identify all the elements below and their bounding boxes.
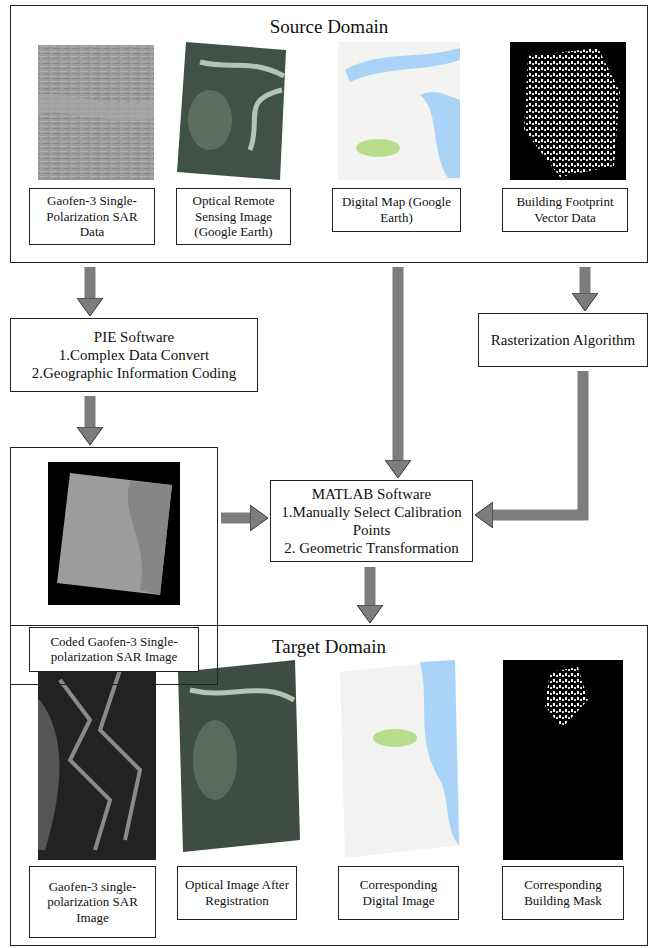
process-box: MATLAB Software1.Manually Select Calibra… (270, 480, 473, 562)
target-map-image (340, 660, 460, 858)
caption-text: Optical Remote Sensing Image (Google Ear… (180, 193, 287, 240)
target-map-water (420, 660, 459, 845)
target-optical-river (190, 690, 294, 700)
target-sar-ridges (60, 670, 140, 850)
caption-text: Corresponding Building Mask (506, 877, 620, 908)
box-text: MATLAB Software (312, 485, 432, 503)
block-arrow (85, 396, 96, 427)
box-text: PIE Software (94, 328, 174, 346)
sar-texture (38, 94, 154, 120)
caption-text: Building Footprint Vector Data (506, 194, 624, 225)
caption-box: Corresponding Building Mask (502, 866, 624, 920)
caption-box: Optical Image After Registration (177, 866, 297, 920)
target-domain-panel: Target DomainGaofen-3 single-polarizatio… (10, 625, 648, 946)
box-text: 1.Complex Data Convert (59, 346, 209, 364)
target-sar-image (38, 660, 156, 860)
block-arrow (85, 267, 96, 298)
optical-river (200, 62, 284, 150)
block-arrow (580, 267, 591, 293)
caption-box: Digital Map (Google Earth) (332, 188, 461, 232)
coded-sar-image (57, 473, 172, 595)
map-lake (420, 92, 460, 178)
map-river (345, 48, 460, 82)
caption-box: Gaofen-3 Single-Polarization SAR Data (29, 188, 155, 245)
map-image (338, 42, 460, 180)
target-sar-texture (38, 700, 59, 850)
caption-text: Optical Image After Registration (181, 877, 293, 908)
caption-box: Building Footprint Vector Data (502, 188, 628, 232)
block-arrow (493, 371, 583, 515)
panel-title: Source Domain (270, 16, 389, 39)
caption-text: Coded Gaofen-3 Single-polarization SAR I… (29, 627, 199, 672)
target-optical-image (178, 660, 300, 852)
box-text: Rasterization Algorithm (491, 331, 636, 349)
coded-sar-texture (128, 481, 172, 595)
process-box: PIE Software1.Complex Data Convert2.Geog… (10, 318, 258, 392)
source-domain-panel: Source DomainGaofen-3 Single-Polarizatio… (10, 5, 648, 263)
block-arrow (365, 567, 376, 605)
target-mask-image (503, 660, 623, 860)
box-text: 1.Manually Select Calibration Points (274, 503, 469, 539)
block-arrow (393, 267, 404, 460)
caption-box: Corresponding Digital Image (338, 866, 459, 920)
footprint-image (510, 42, 626, 180)
caption-text: Corresponding Digital Image (342, 877, 455, 908)
caption-box: Optical Remote Sensing Image (Google Ear… (176, 188, 291, 245)
image-panel: Coded Gaofen-3 Single-polarization SAR I… (10, 447, 218, 685)
target-map-park (373, 729, 417, 747)
panel-title: Target Domain (272, 636, 386, 659)
caption-text: Gaofen-3 single-polarization SAR Image (33, 879, 152, 926)
sar-image (38, 45, 154, 180)
optical-terrain (188, 90, 232, 150)
box-text: 2. Geometric Transformation (284, 539, 459, 557)
optical-image (177, 42, 286, 180)
process-box: Rasterization Algorithm (478, 313, 648, 367)
target-mask-buildings (545, 667, 588, 728)
block-arrow (221, 513, 250, 524)
caption-text: Gaofen-3 Single-Polarization SAR Data (33, 193, 151, 240)
coded-sar-background (48, 462, 180, 605)
caption-text: Digital Map (Google Earth) (336, 194, 457, 225)
box-text: 2.Geographic Information Coding (32, 364, 237, 382)
caption-box: Gaofen-3 single-polarization SAR Image (29, 866, 156, 938)
map-park (356, 139, 400, 157)
target-optical-terrain (193, 720, 237, 800)
footprint-buildings (524, 48, 620, 177)
